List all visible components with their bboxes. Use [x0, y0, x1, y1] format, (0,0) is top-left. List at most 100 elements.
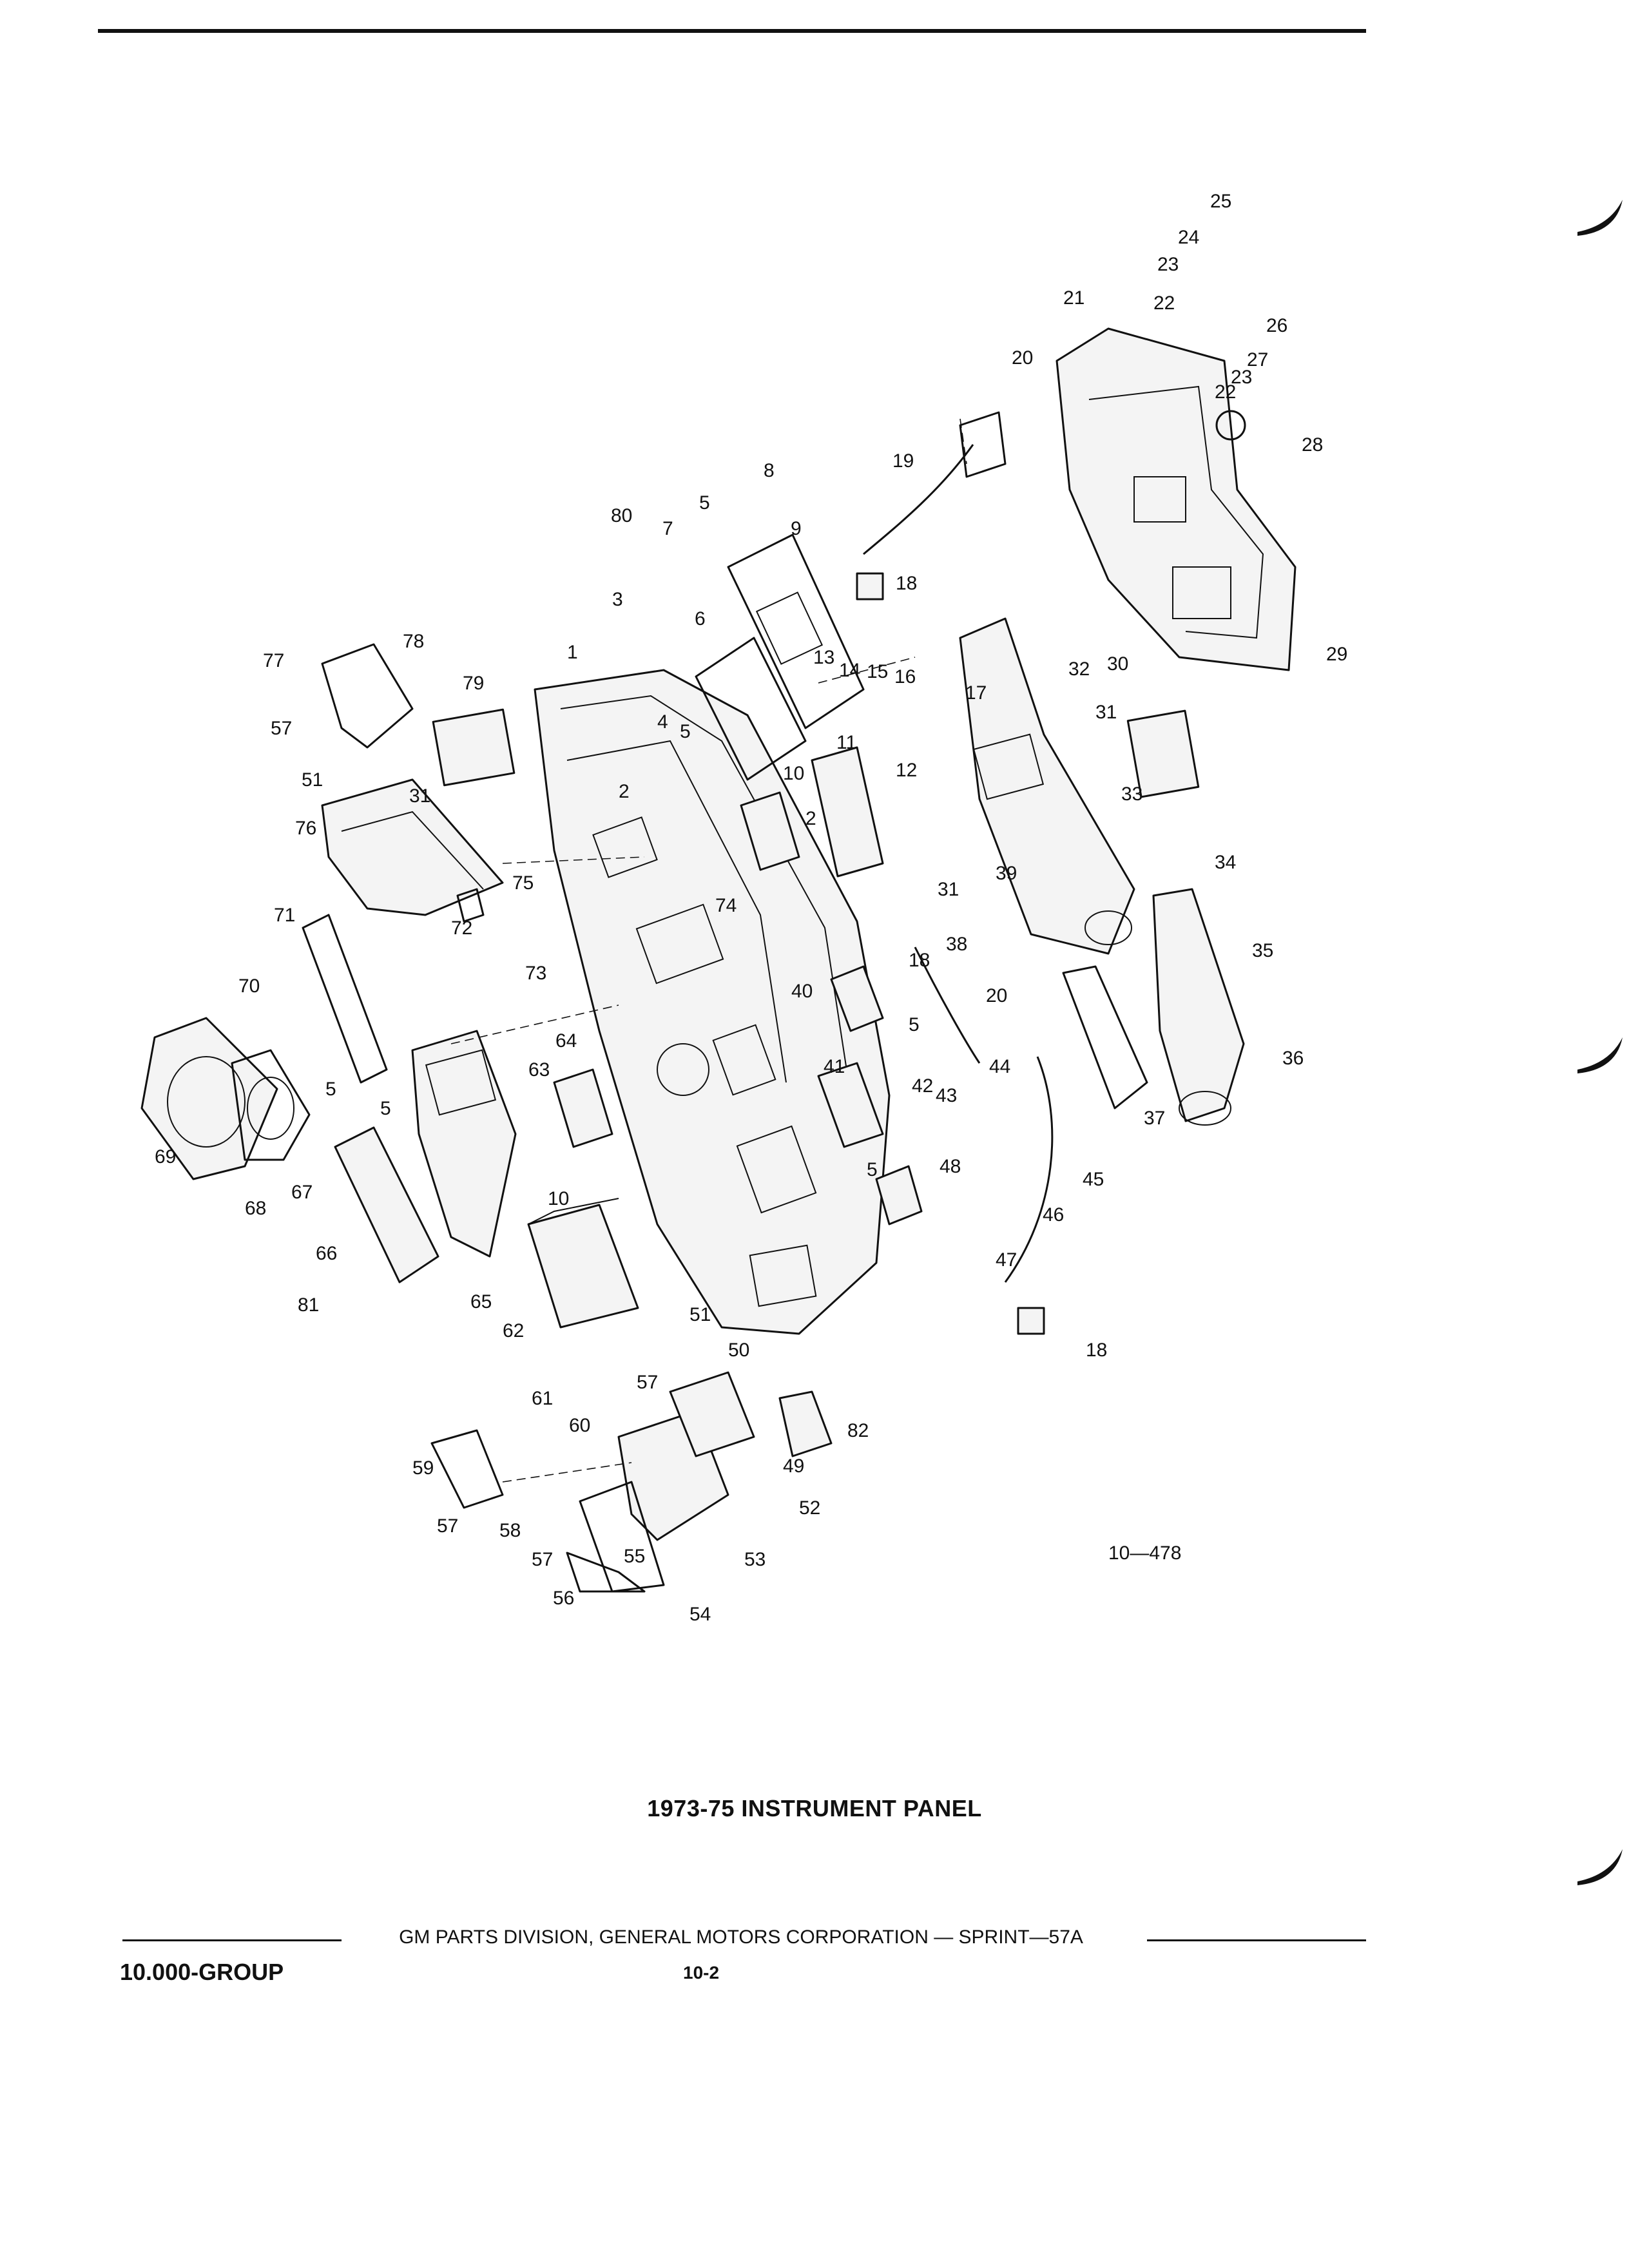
callout-8: 8 [764, 460, 775, 481]
callout-17: 17 [965, 682, 987, 704]
callout-80: 80 [611, 505, 632, 526]
callout-73: 73 [525, 963, 546, 984]
seal-71 [302, 914, 388, 1084]
callout-5: 5 [380, 1098, 391, 1119]
callout-9: 9 [791, 518, 802, 539]
callout-6: 6 [695, 608, 706, 629]
callout-43: 43 [936, 1085, 957, 1106]
callout-37: 37 [1144, 1108, 1165, 1129]
switch-42 [817, 1062, 884, 1148]
callout-69: 69 [155, 1146, 176, 1168]
callout-56: 56 [553, 1588, 574, 1609]
callout-41: 41 [824, 1056, 845, 1077]
callout-60: 60 [569, 1415, 590, 1436]
switch-40 [830, 965, 884, 1032]
callout-24: 24 [1178, 227, 1199, 248]
bracket-78 [321, 643, 414, 749]
callout-26: 26 [1266, 315, 1287, 336]
mounting-plate [140, 1017, 311, 1180]
callout-57: 57 [437, 1515, 458, 1537]
switch-48 [875, 1165, 923, 1225]
bracket-50 [669, 1371, 755, 1457]
callout-78: 78 [403, 631, 424, 652]
callout-33: 33 [1121, 783, 1142, 805]
instrument-panel-carrier [534, 669, 891, 1335]
callout-22: 22 [1215, 381, 1236, 403]
callout-57: 57 [271, 718, 292, 739]
callout-5: 5 [867, 1159, 878, 1180]
callout-18: 18 [909, 950, 930, 971]
switch-82 [778, 1390, 833, 1457]
callout-16: 16 [894, 666, 916, 687]
callout-70: 70 [238, 975, 260, 997]
cable-38 [914, 947, 981, 1064]
callout-21: 21 [1063, 287, 1084, 309]
callout-29: 29 [1326, 644, 1347, 665]
callout-51: 51 [689, 1304, 711, 1325]
callout-7: 7 [662, 518, 673, 539]
callout-54: 54 [689, 1604, 711, 1625]
callout-30: 30 [1107, 653, 1128, 675]
callout-44: 44 [989, 1056, 1010, 1077]
callout-5: 5 [325, 1079, 336, 1100]
callout-53: 53 [744, 1549, 766, 1570]
callout-23: 23 [1157, 254, 1179, 275]
callout-5: 5 [699, 492, 710, 514]
callout-28: 28 [1302, 434, 1323, 456]
alignment-line [502, 1462, 632, 1483]
cluster-housing [695, 533, 865, 781]
callout-68: 68 [245, 1198, 266, 1219]
figure-code: 10—478 [1108, 1542, 1181, 1564]
callout-66: 66 [316, 1243, 337, 1264]
footer-rule-right [1147, 1939, 1366, 1941]
callout-50: 50 [728, 1340, 749, 1361]
clip-72 [456, 888, 485, 923]
callout-4: 4 [657, 711, 668, 733]
bracket-19 [959, 411, 1007, 478]
top-rule [98, 29, 1366, 33]
ash-tray-box [527, 1198, 639, 1329]
callout-39: 39 [996, 863, 1017, 884]
bezel-66 [334, 1126, 439, 1283]
callout-20: 20 [1012, 347, 1033, 369]
callout-49: 49 [783, 1456, 804, 1477]
footer-credit: GM PARTS DIVISION, GENERAL MOTORS CORPOR… [399, 1927, 1083, 1948]
cable-45 [1004, 1056, 1054, 1283]
callout-2: 2 [805, 808, 816, 829]
callout-72: 72 [451, 918, 472, 939]
bracket-10 [740, 791, 800, 871]
glove-box-door [1055, 327, 1296, 671]
callout-5: 5 [680, 721, 691, 742]
callout-20: 20 [986, 985, 1007, 1006]
lock-28 [1215, 410, 1246, 441]
callout-57: 57 [637, 1372, 658, 1393]
callout-27: 27 [1247, 349, 1268, 370]
callout-79: 79 [463, 673, 484, 694]
callout-36: 36 [1282, 1048, 1304, 1069]
callout-5: 5 [909, 1014, 920, 1035]
callout-65: 65 [470, 1291, 492, 1312]
radio-11 [811, 746, 884, 878]
callout-35: 35 [1252, 940, 1273, 961]
callout-1: 1 [567, 642, 578, 663]
callout-14: 14 [839, 660, 860, 681]
callout-12: 12 [896, 760, 917, 781]
callout-58: 58 [499, 1520, 521, 1541]
callout-55: 55 [624, 1546, 645, 1567]
callout-31: 31 [938, 879, 959, 900]
callout-76: 76 [295, 818, 316, 839]
side-panel [1062, 965, 1148, 1110]
callout-13: 13 [813, 647, 834, 668]
callout-2: 2 [619, 781, 630, 802]
callout-59: 59 [412, 1457, 434, 1479]
callout-18: 18 [1086, 1340, 1107, 1361]
callout-15: 15 [867, 661, 888, 682]
callout-10: 10 [783, 763, 804, 784]
callout-71: 71 [274, 905, 295, 926]
callout-82: 82 [847, 1420, 869, 1441]
air-outlet-right [1126, 709, 1200, 798]
alignment-line [959, 418, 967, 465]
callout-75: 75 [512, 872, 534, 894]
callout-45: 45 [1083, 1169, 1104, 1190]
binder-mark-bottom [1577, 1849, 1623, 1885]
